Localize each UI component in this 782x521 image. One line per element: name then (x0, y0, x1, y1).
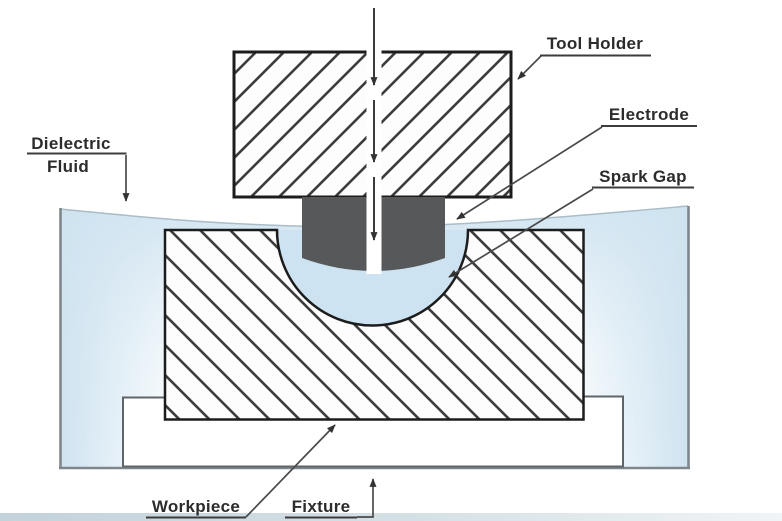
fixture-label: Fixture (292, 497, 351, 516)
labels: Tool Holder Electrode Spark Gap Dielectr… (31, 34, 689, 516)
electrode-leader-arrow (456, 126, 603, 220)
tool-holder-label: Tool Holder (547, 34, 644, 53)
workpiece-block (163, 228, 585, 421)
tool-holder-leader-arrow (517, 55, 542, 80)
electrode-label: Electrode (609, 105, 689, 124)
workpiece-leader-arrow (245, 424, 336, 518)
tank-outline (59, 206, 690, 470)
dielectric-fluid-label-line2: Fluid (47, 157, 89, 176)
dielectric-fluid-label-line1: Dielectric (31, 134, 111, 153)
spark-gap-leader-arrow (448, 188, 594, 278)
label-underlines (27, 54, 697, 519)
fixture-leader-arrow (357, 478, 377, 518)
workpiece-label: Workpiece (152, 497, 240, 516)
leader-lines (122, 55, 603, 518)
bottom-edge-band (0, 513, 782, 521)
spark-gap-label: Spark Gap (599, 167, 687, 186)
